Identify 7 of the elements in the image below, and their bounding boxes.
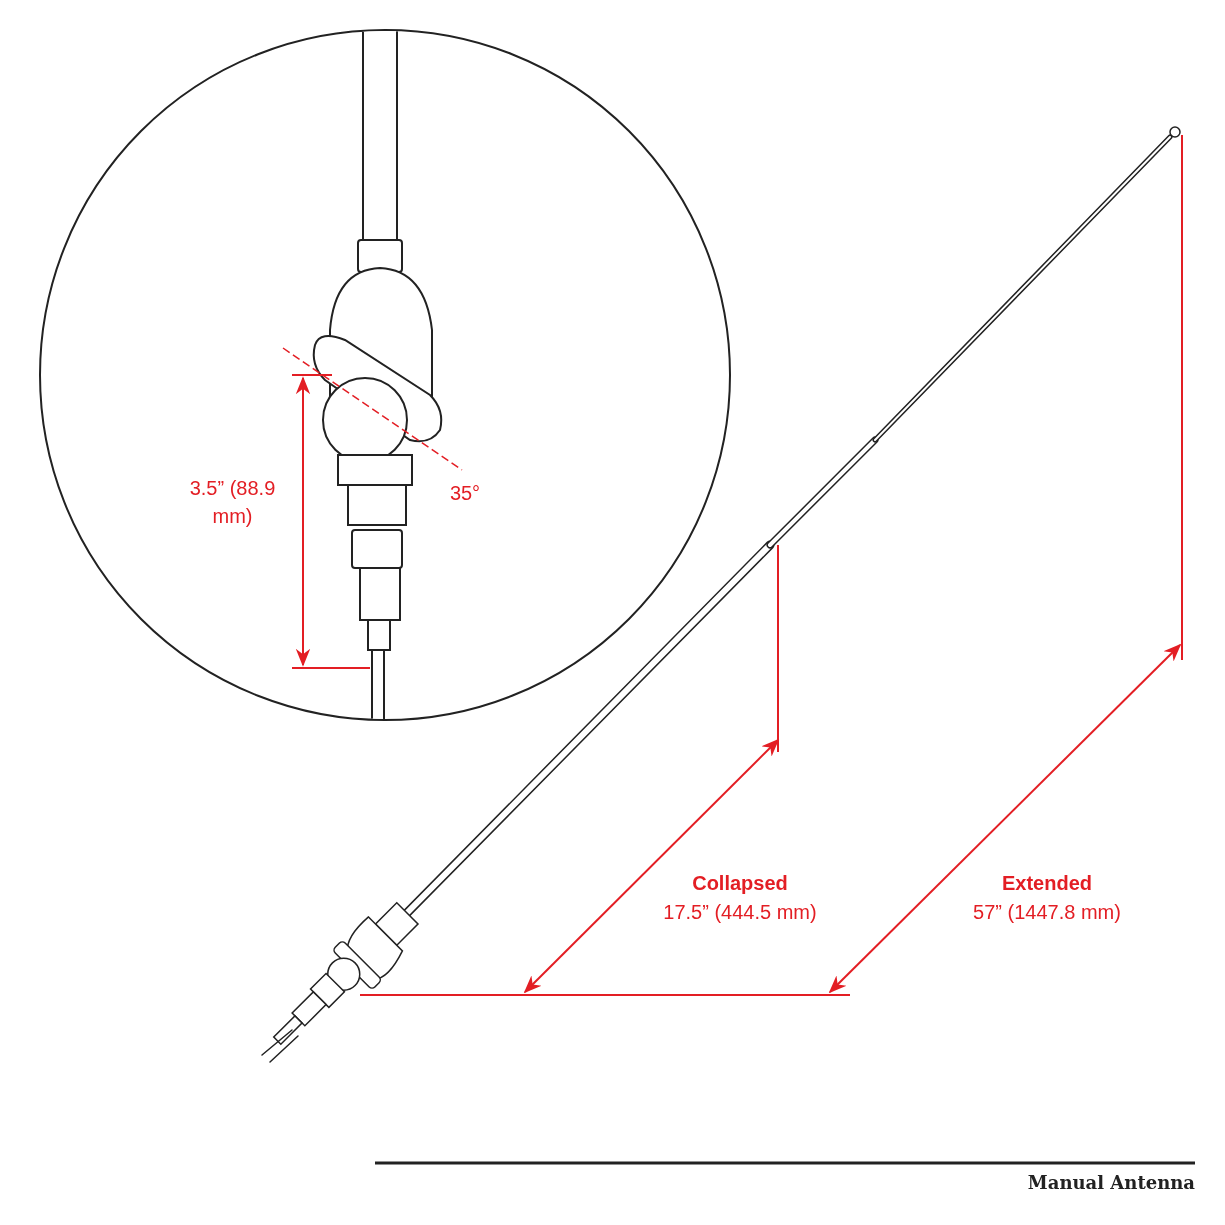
dimension-label: Extended (1001, 871, 1093, 896)
dimension-label: 17.5” (444.5 mm) (662, 900, 818, 925)
dimension-label: 35° (448, 481, 482, 506)
title: Manual Antenna (1027, 1172, 1195, 1193)
dimension-label: 3.5” (88.9 mm) (188, 476, 277, 529)
dimension-label: Collapsed (691, 871, 789, 896)
dimension-label: 57” (1447.8 mm) (972, 900, 1122, 925)
